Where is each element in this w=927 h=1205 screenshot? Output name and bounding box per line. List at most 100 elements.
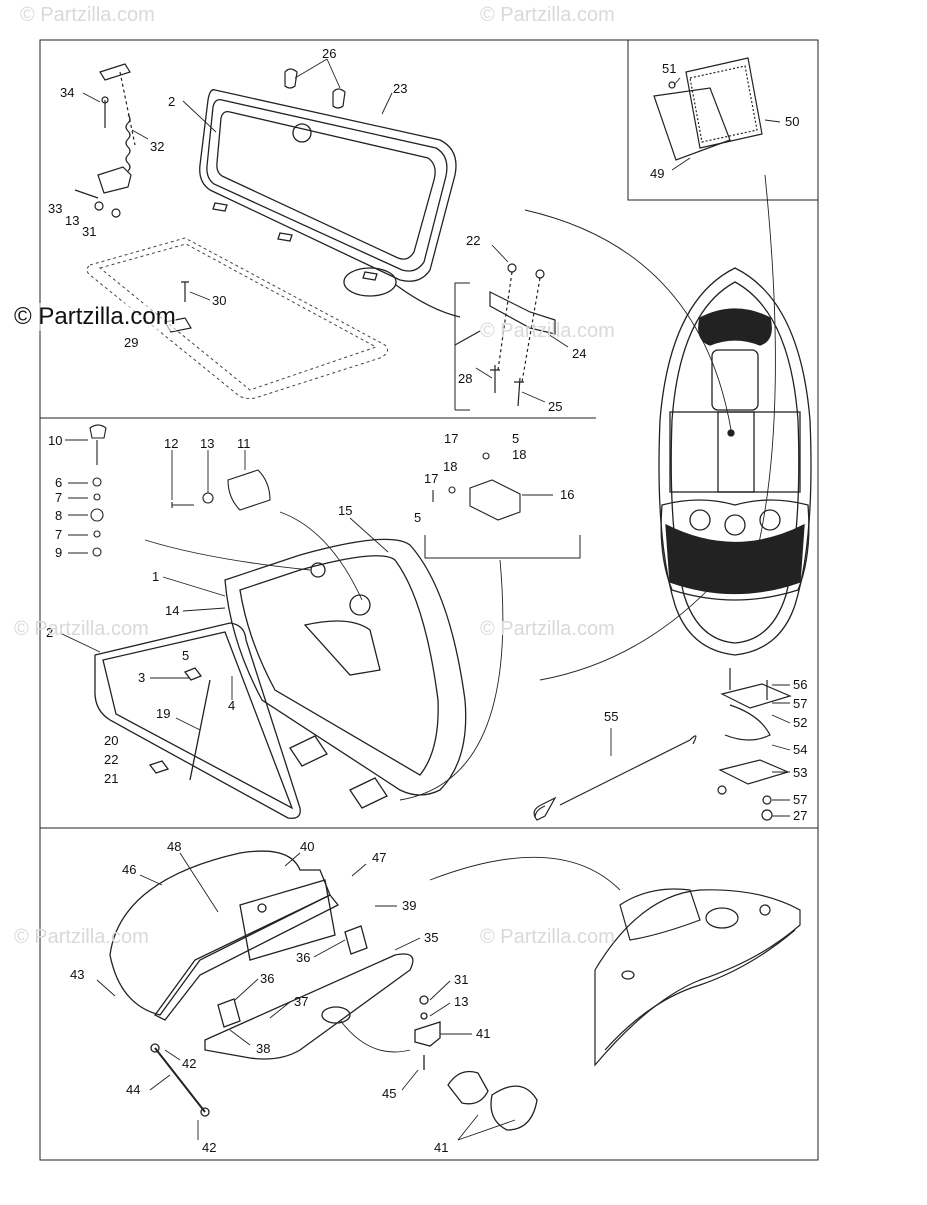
callout-55: 55 [604,709,618,724]
callout-16: 16 [560,487,574,502]
callout-31: 31 [82,224,96,239]
callout-52: 52 [793,715,807,730]
callout-13b: 13 [200,436,214,451]
cover-fasteners [89,424,521,557]
watercraft-top-view [658,267,812,656]
callout-42b: 42 [202,1140,216,1155]
callout-40: 40 [300,839,314,854]
callout-13c: 13 [454,994,468,1009]
callout-17b: 17 [424,471,438,486]
reference-arrows [144,174,776,1053]
callout-27: 27 [793,808,807,823]
callout-7b: 7 [55,527,62,542]
callout-numbers-mid-right: 55 56 57 52 54 53 57 27 [604,677,807,823]
faint-watermark: © Partzilla.com [14,618,149,640]
callout-42: 42 [182,1056,196,1071]
faint-watermark: © Partzilla.com [480,926,615,948]
callout-39: 39 [402,898,416,913]
glove-box-drawing [109,850,538,1131]
callout-33: 33 [48,201,62,216]
callout-5: 5 [512,431,519,446]
callout-numbers-middle: 10 6 7 8 7 9 12 13 11 17 5 18 17 18 16 5… [46,431,574,786]
callout-12: 12 [164,436,178,451]
callout-18b: 18 [443,459,457,474]
callout-24: 24 [572,346,586,361]
callout-38: 38 [256,1041,270,1056]
callout-26: 26 [322,46,336,61]
callout-2b: 2 [46,625,53,640]
callout-57: 57 [793,696,807,711]
callout-50: 50 [785,114,799,129]
callout-13: 13 [65,213,79,228]
callout-23: 23 [393,81,407,96]
latch-cable-drawing [533,668,792,821]
leader-lines-inset [671,77,781,171]
callout-36: 36 [296,950,310,965]
callout-1: 1 [152,569,159,584]
faint-watermark: © Partzilla.com [480,4,615,26]
callout-47: 47 [372,850,386,865]
callout-10: 10 [48,433,62,448]
callout-20: 20 [104,733,118,748]
net-inset-drawing [653,57,763,161]
callout-41b: 41 [434,1140,448,1155]
leader-lines-mid-right [610,684,791,817]
callout-51: 51 [662,61,676,76]
section-frames [39,39,819,1161]
callout-48: 48 [167,839,181,854]
callout-7: 7 [55,490,62,505]
faint-watermark: © Partzilla.com [14,926,149,948]
leader-lines-bottom [96,852,516,1141]
callout-54: 54 [793,742,807,757]
storage-lid-drawing [199,89,461,318]
callout-2: 2 [168,94,175,109]
callout-numbers-bottom: 48 40 47 46 39 43 35 36 36 37 38 31 13 4… [70,839,490,1155]
callout-41: 41 [476,1026,490,1041]
callout-8: 8 [55,508,62,523]
callout-19: 19 [156,706,170,721]
callout-17: 17 [444,431,458,446]
callout-4: 4 [228,698,235,713]
callout-3: 3 [138,670,145,685]
callout-36b: 36 [260,971,274,986]
callout-22b: 22 [104,752,118,767]
callout-43: 43 [70,967,84,982]
callout-35: 35 [424,930,438,945]
callout-31b: 31 [454,972,468,987]
callout-44: 44 [126,1082,140,1097]
faint-watermark: © Partzilla.com [480,618,615,640]
callout-14: 14 [165,603,179,618]
callout-46: 46 [122,862,136,877]
callout-34: 34 [60,85,74,100]
callout-15: 15 [338,503,352,518]
callout-25: 25 [548,399,562,414]
callout-32: 32 [150,139,164,154]
callout-49: 49 [650,166,664,181]
callout-30: 30 [212,293,226,308]
callout-6: 6 [55,475,62,490]
callout-22: 22 [466,233,480,248]
callout-numbers-top: 2 26 23 34 32 33 13 31 30 29 22 24 28 25 [48,46,586,414]
faint-watermark: © Partzilla.com [20,4,155,26]
callout-18: 18 [512,447,526,462]
callout-37: 37 [294,994,308,1009]
watercraft-side-view [594,888,801,1067]
callout-29: 29 [124,335,138,350]
storage-opening-dashed [86,237,389,400]
callout-57b: 57 [793,792,807,807]
callout-5c: 5 [182,648,189,663]
faint-watermark: © Partzilla.com [480,320,615,342]
callout-21: 21 [104,771,118,786]
callout-9: 9 [55,545,62,560]
leader-lines-top [82,58,569,403]
leader-lines-middle [59,439,553,731]
callout-numbers-inset: 51 50 49 [650,61,799,181]
callout-53: 53 [793,765,807,780]
callout-56: 56 [793,677,807,692]
callout-5b: 5 [414,510,421,525]
callout-45: 45 [382,1086,396,1101]
callout-11: 11 [237,436,251,451]
main-watermark: © Partzilla.com [14,303,176,331]
lid-hinge-parts [74,63,556,407]
